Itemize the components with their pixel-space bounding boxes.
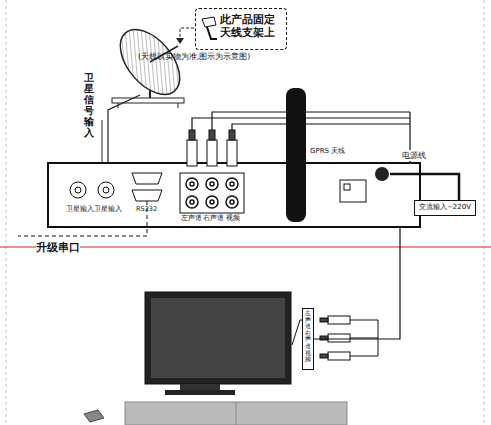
node-text: 卫星输入 (94, 205, 122, 214)
edge-label: 电源线 (402, 150, 426, 161)
callout-box: 此产品固定天线支架上 (195, 8, 287, 50)
label-text: 卫星信号输入 (84, 72, 94, 138)
rca-jack (186, 178, 238, 208)
node-text: 左声道 (181, 214, 202, 223)
satellite-dish (109, 19, 192, 108)
node-text: 卫星输入 (66, 205, 94, 214)
tv-cabinet (125, 402, 347, 425)
receiver-housing (48, 163, 420, 227)
av-cable (314, 227, 400, 339)
av-label-box: 左声道 右声道 视频 (302, 308, 314, 370)
label-text: GPRS 天线 (310, 146, 345, 156)
television (145, 292, 291, 395)
node-text: 左声道 右声道 视频 (305, 310, 311, 363)
rating-plate (340, 180, 366, 202)
label-text: 升级串口 (36, 240, 80, 255)
serial-dashed-line (18, 201, 147, 236)
node-text: 右声道 (203, 214, 224, 223)
f-connector (70, 182, 114, 198)
gprs-antenna (286, 88, 306, 222)
bracket-icon (199, 15, 219, 43)
rca-plug (320, 316, 350, 360)
rca-plug (187, 130, 237, 166)
power-cord (390, 174, 459, 200)
page-guide (6, 0, 7, 425)
node-text: 此产品固定天线支架上 (220, 13, 282, 39)
receiver-panel: 卫星输入卫星输入 RS232 左声道右声道视频 (48, 163, 420, 227)
power-socket (375, 167, 389, 181)
label-text: (天线以实物为准,图示为示意图) (138, 52, 250, 62)
node-text: RS232 (136, 205, 157, 213)
page-guide (484, 0, 485, 425)
av-cable (350, 320, 378, 356)
remote-control (84, 410, 104, 422)
node-text: 视频 (226, 214, 240, 223)
node-text: 交流输入~220V (415, 201, 475, 213)
serial-port (132, 173, 162, 201)
av-panel (180, 173, 244, 213)
power-label-box: 交流输入~220V (414, 200, 476, 216)
arrowhead (176, 38, 184, 44)
